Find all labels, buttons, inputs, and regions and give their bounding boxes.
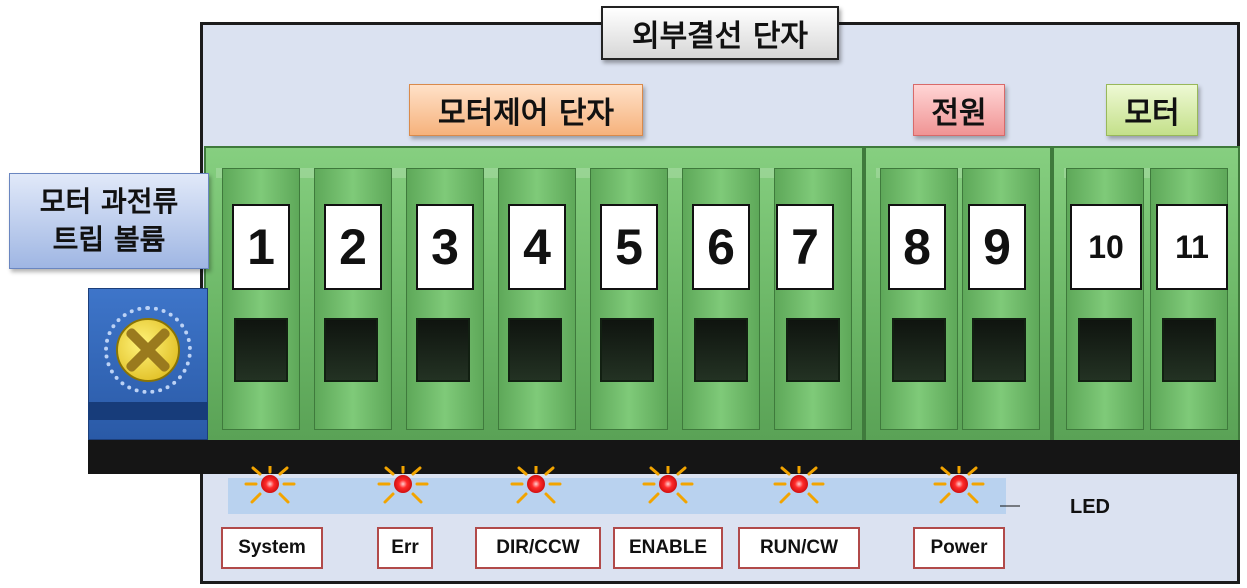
trip-volume-title: 모터 과전류 트립 볼륨 <box>9 173 209 269</box>
trip-volume-stripe <box>88 402 208 420</box>
led-power-icon <box>933 466 985 504</box>
led-strip <box>228 478 1006 514</box>
led-dir-ccw-icon <box>510 466 562 504</box>
terminal-number-10: 10 <box>1070 204 1142 290</box>
wire-hole <box>694 318 748 382</box>
wire-hole <box>600 318 654 382</box>
led-enable-icon <box>642 466 694 504</box>
wire-hole <box>324 318 378 382</box>
led-run-cw-icon <box>773 466 825 504</box>
wire-hole <box>234 318 288 382</box>
led-label-enable: ENABLE <box>613 527 723 569</box>
led-indicators <box>244 466 1020 507</box>
motor-terminal-title: 모터 <box>1106 84 1198 136</box>
led-system-icon <box>244 466 296 504</box>
wire-hole <box>786 318 840 382</box>
power-terminal-title: 전원 <box>913 84 1005 136</box>
motor-control-terminal-title: 모터제어 단자 <box>409 84 643 136</box>
led-label-dir-ccw: DIR/CCW <box>475 527 601 569</box>
terminal-number-9: 9 <box>968 204 1026 290</box>
wire-hole <box>892 318 946 382</box>
board-edge <box>88 440 1240 474</box>
terminal-number-8: 8 <box>888 204 946 290</box>
trip-volume-scale <box>104 306 192 394</box>
led-label-err: Err <box>377 527 433 569</box>
terminal-number-1: 1 <box>232 204 290 290</box>
led-label-system: System <box>221 527 323 569</box>
terminal-number-3: 3 <box>416 204 474 290</box>
wire-hole <box>416 318 470 382</box>
trip-volume-title-line2: 트립 볼륨 <box>52 223 166 256</box>
led-label-run-cw: RUN/CW <box>738 527 860 569</box>
trip-volume-title-line1: 모터 과전류 <box>39 185 179 218</box>
led-callout-label: LED <box>1070 496 1110 518</box>
external-terminal-title: 외부결선 단자 <box>601 6 839 60</box>
wire-hole <box>508 318 562 382</box>
terminal-number-4: 4 <box>508 204 566 290</box>
led-err-icon <box>377 466 429 504</box>
terminal-number-2: 2 <box>324 204 382 290</box>
wire-hole <box>972 318 1026 382</box>
wire-hole <box>1162 318 1216 382</box>
wire-hole <box>1078 318 1132 382</box>
terminal-number-7: 7 <box>776 204 834 290</box>
terminal-number-6: 6 <box>692 204 750 290</box>
terminal-number-5: 5 <box>600 204 658 290</box>
led-label-power: Power <box>913 527 1005 569</box>
terminal-number-11: 11 <box>1156 204 1228 290</box>
